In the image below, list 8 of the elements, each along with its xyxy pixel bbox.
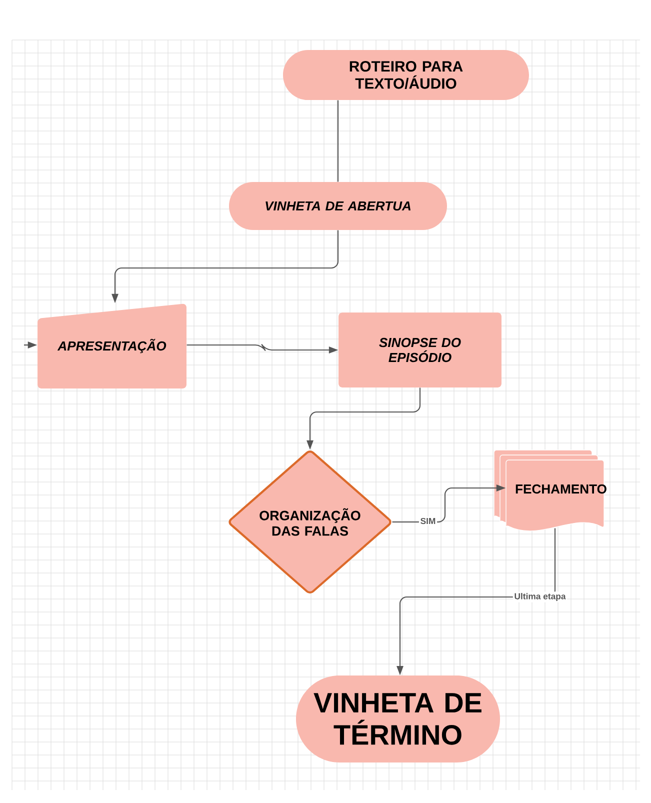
process-box: SINOPSE DO EPISÓDIO bbox=[338, 312, 502, 388]
terminal-box: VINHETA DE TÉRMINO bbox=[296, 676, 500, 762]
multi-document-box: FECHAMENTO bbox=[494, 450, 606, 532]
manual-input-box: APRESENTAÇÃO bbox=[38, 304, 186, 388]
edge-label: Ultima etapa bbox=[512, 592, 568, 602]
terminal-box: ROTEIRO PARA TEXTO/ÁUDIO bbox=[283, 50, 529, 100]
terminal-box: VINHETA DE ABERTUA bbox=[229, 182, 447, 230]
edge-label: SIM bbox=[418, 516, 438, 526]
